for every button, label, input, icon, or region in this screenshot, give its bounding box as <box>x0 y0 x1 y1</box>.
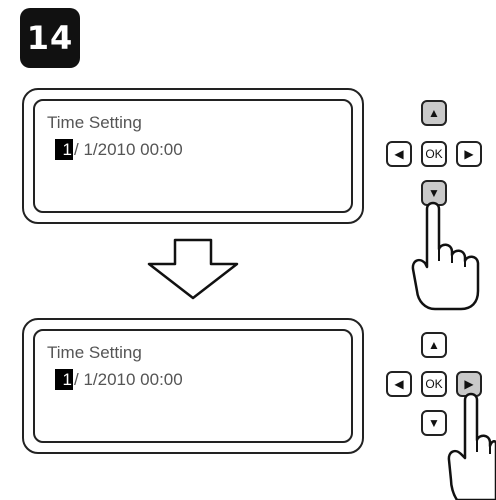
down-arrow-icon: ▼ <box>428 186 440 200</box>
step-number-badge: 14 <box>20 8 80 68</box>
lcd-date-time: 1 / 1/2010 00:00 <box>55 369 183 390</box>
lcd-screen-2: Time Setting 1 / 1/2010 00:00 <box>33 329 353 443</box>
right-arrow-icon: ▶ <box>464 147 474 161</box>
date-time-rest: / 1/2010 00:00 <box>74 369 183 389</box>
lcd-display-1: Time Setting 1 / 1/2010 00:00 <box>22 88 364 224</box>
up-arrow-icon: ▲ <box>428 338 440 352</box>
lcd-display-2: Time Setting 1 / 1/2010 00:00 <box>22 318 364 454</box>
cursor-digit: 1 <box>55 139 73 160</box>
up-button[interactable]: ▲ <box>421 100 447 126</box>
ok-label: OK <box>425 377 443 391</box>
date-time-rest: / 1/2010 00:00 <box>74 139 183 159</box>
right-button[interactable]: ▶ <box>456 141 482 167</box>
ok-button[interactable]: OK <box>421 371 447 397</box>
left-button[interactable]: ◀ <box>386 141 412 167</box>
step-number: 14 <box>26 19 74 57</box>
lcd-date-time: 1 / 1/2010 00:00 <box>55 139 183 160</box>
down-button-pressed[interactable]: ▼ <box>421 180 447 206</box>
pointing-hand-icon <box>411 201 480 311</box>
up-button[interactable]: ▲ <box>421 332 447 358</box>
ok-button[interactable]: OK <box>421 141 447 167</box>
pointing-hand-icon <box>447 392 496 500</box>
lcd-title: Time Setting <box>47 343 142 362</box>
right-arrow-icon: ▶ <box>464 377 474 391</box>
lcd-title: Time Setting <box>47 113 142 132</box>
left-arrow-icon: ◀ <box>394 147 404 161</box>
cursor-digit: 1 <box>55 369 73 390</box>
ok-label: OK <box>425 147 443 161</box>
down-arrow-icon: ▼ <box>428 416 440 430</box>
up-arrow-icon: ▲ <box>428 106 440 120</box>
transition-arrow-icon <box>147 238 239 300</box>
left-button[interactable]: ◀ <box>386 371 412 397</box>
down-button[interactable]: ▼ <box>421 410 447 436</box>
left-arrow-icon: ◀ <box>394 377 404 391</box>
lcd-screen-1: Time Setting 1 / 1/2010 00:00 <box>33 99 353 213</box>
